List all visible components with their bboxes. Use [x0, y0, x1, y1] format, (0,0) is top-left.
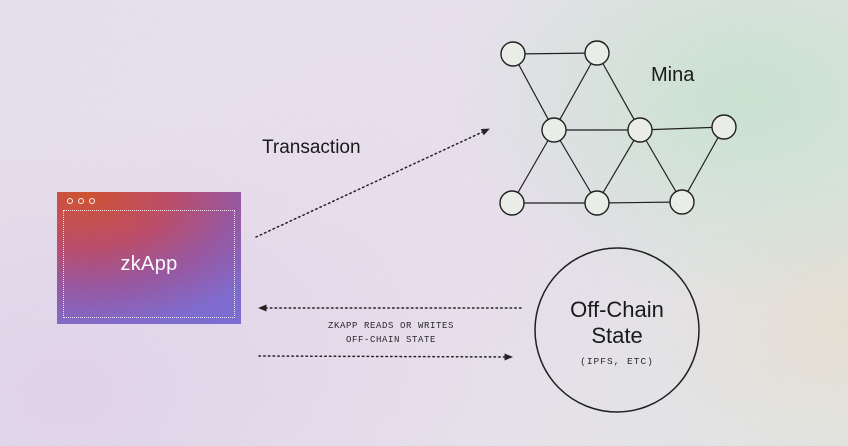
offchain-state-text: Off-Chain State (IPFS, ETC): [507, 297, 727, 367]
mina-edge: [596, 129, 641, 204]
transaction-label: Transaction: [262, 137, 361, 158]
mina-label: Mina: [651, 64, 695, 86]
mina-node: [627, 117, 653, 143]
window-dot-icon: [89, 198, 95, 204]
zkapp-titlebar: [57, 192, 241, 210]
mina-edge: [512, 53, 555, 131]
mina-edge: [553, 52, 598, 131]
window-dot-icon: [67, 198, 73, 204]
readwrite-note-line2: OFF-CHAIN STATE: [345, 335, 436, 345]
offchain-title-line1: Off-Chain: [570, 297, 664, 322]
zkapp-window: zkApp: [57, 192, 241, 324]
offchain-subtitle: (IPFS, ETC): [580, 356, 654, 367]
mina-edge: [596, 52, 641, 131]
mina-node: [669, 189, 695, 215]
readwrite-note-line1: ZKAPP READS OR WRITES: [327, 321, 455, 331]
mina-node: [584, 40, 610, 66]
mina-edge: [596, 201, 683, 204]
offchain-write-arrow: [258, 353, 513, 361]
mina-edge: [553, 129, 598, 204]
zkapp-body: zkApp: [63, 210, 235, 318]
window-dot-icon: [78, 198, 84, 204]
mina-node: [500, 41, 526, 67]
mina-node: [541, 117, 567, 143]
mina-node: [711, 114, 737, 140]
mina-network: [499, 40, 737, 216]
mina-node: [584, 190, 610, 216]
offchain-title-line2: State: [591, 323, 643, 348]
mina-edge: [681, 126, 725, 203]
readwrite-note: ZKAPP READS OR WRITES OFF-CHAIN STATE: [291, 319, 491, 347]
zkapp-label: zkApp: [120, 252, 178, 275]
mina-node: [499, 190, 525, 216]
